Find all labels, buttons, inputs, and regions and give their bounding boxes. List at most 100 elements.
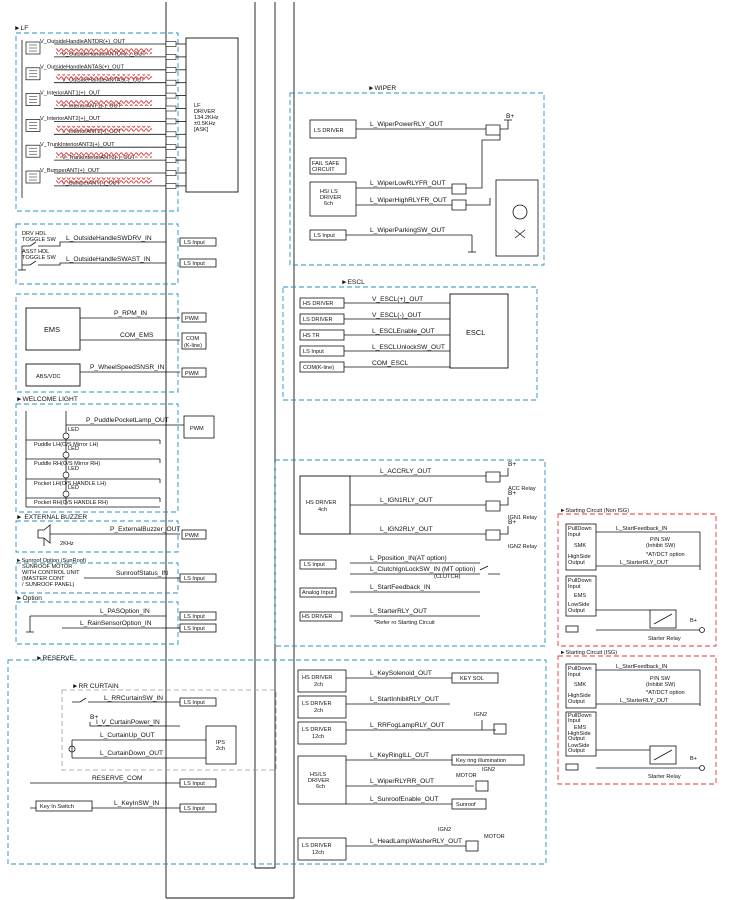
svg-text:/ SUNROOF PANEL): / SUNROOF PANEL) [22,582,75,588]
escl-row: COM(K-line)COM_ESCL [299,360,450,373]
lf-antenna-row: V_TrunkInteriorANT3(-)_OUT [54,151,186,163]
svg-text:P_WheelSpeedSNSR_IN: P_WheelSpeedSNSR_IN [90,364,165,371]
svg-text:LS Input: LS Input [184,781,205,787]
svg-text:12ch: 12ch [312,734,324,740]
led-icon [62,490,70,498]
svg-text:L_IGN1RLY_OUT: L_IGN1RLY_OUT [380,497,433,504]
svg-text:LS Input: LS Input [304,562,325,568]
svg-text:Input: Input [568,532,581,538]
escl-unit: ESCL [449,293,509,369]
svg-text:*AT/DCT option: *AT/DCT option [646,552,685,558]
svg-text:PullDown: PullDown [568,713,592,719]
antenna-coil [56,100,152,107]
title-sunroof: ►Sunroof Option (SunRoof) [16,558,86,564]
svg-text:L_IGN2RLY_OUT: L_IGN2RLY_OUT [380,526,433,533]
svg-text:B+: B+ [508,490,516,497]
lf-antenna-row: V_InteriorANT2(-)_OUT [54,125,186,138]
lf-antenna-row: V_TrunkInteriorANT3(+)_OUT [25,142,186,158]
option-frame [15,601,179,645]
antenna-coil [56,151,152,158]
svg-text:L_WiperHighRLYFR_OUT: L_WiperHighRLYFR_OUT [370,197,447,204]
ems-frame [15,293,179,393]
svg-text:P_ExternalBuzzer_OUT: P_ExternalBuzzer_OUT [110,526,180,533]
lf-antenna-row: V_InteriorANT1(+)_OUT [25,90,186,106]
svg-text:IPS: IPS [216,740,225,746]
svg-text:Key ring illumination: Key ring illumination [456,758,506,764]
start-isg-frame [557,655,717,785]
lf-antenna-rows: V_OutsideHandleANTDR(+)_OUTV_OutsideHand… [21,39,186,198]
svg-text:ASST HDL: ASST HDL [22,249,49,255]
lf-antenna-label: V_OutsideHandleANTAS(-)_OUT [62,78,145,84]
led-label: LED [68,466,79,472]
svg-text:LS Input: LS Input [303,349,324,355]
svg-text:LS Input: LS Input [314,233,335,239]
svg-text:COM: COM [186,336,199,342]
svg-text:L_OutsideHandleSWDRV_IN: L_OutsideHandleSWDRV_IN [66,235,152,242]
title-start-isg: ►Starting Circuit (ISG) [560,650,617,656]
welcome-frame [15,403,179,513]
antenna-connector [25,93,41,106]
svg-text:L_KeyInSW_IN: L_KeyInSW_IN [114,800,159,807]
svg-text:L_WiperParkingSW_OUT: L_WiperParkingSW_OUT [370,227,445,234]
title-rr-curtain: ►RR CURTAIN [72,683,119,690]
svg-text:B+: B+ [690,618,697,624]
svg-text:HS DRIVER: HS DRIVER [302,614,332,620]
led-label: LED [68,427,79,433]
antenna-coil [56,48,152,55]
svg-text:TOGGLE SW: TOGGLE SW [22,237,56,243]
svg-text:HS/ LS: HS/ LS [320,189,338,195]
lf-antenna-label: V_InteriorANT2(+)_OUT [40,116,101,122]
svg-text:P_PuddlePocketLamp_OUT: P_PuddlePocketLamp_OUT [86,417,169,424]
lf-antenna-label: V_InteriorANT1(+)_OUT [40,90,101,96]
svg-text:IGN2: IGN2 [438,827,451,833]
svg-text:SMK: SMK [574,543,586,549]
svg-text:EMS: EMS [574,725,586,731]
lf-antenna-label: V_TrunkInteriorANT3(+)_OUT [40,142,115,148]
svg-text:(MASTER CONT: (MASTER CONT [22,576,65,582]
svg-text:L_StartFeedback_IN: L_StartFeedback_IN [616,664,667,670]
svg-text:LS DRIVER: LS DRIVER [302,727,332,733]
lf-antenna-row: V_InteriorANT1(-)_OUT [54,100,186,112]
svg-text:HighSide: HighSide [568,731,591,737]
lf-antenna-label: V_OutsideHandleANTAS(+)_OUT [40,65,125,71]
svg-text:I_V_CurtainPower_IN: I_V_CurtainPower_IN [96,719,160,726]
svg-text:B+: B+ [508,461,516,468]
svg-text:TOGGLE SW: TOGGLE SW [22,255,56,261]
title-welcome: ►WELCOME LIGHT [16,396,78,403]
svg-text:HS/LS: HS/LS [310,772,326,778]
start-non-isg-frame [557,513,717,647]
svg-text:B+: B+ [506,113,514,120]
led-icon [62,471,70,479]
section-titles: ►LF ►WIPER ►ESCL ►WELCOME LIGHT ► EXTERN… [14,25,629,690]
svg-text:COM(K-line): COM(K-line) [303,365,334,371]
antenna-connector [25,67,41,81]
svg-text:PWM: PWM [190,426,204,432]
svg-text:Key In Switch: Key In Switch [40,804,74,810]
lf-antenna-label: V_OutsideHandleANTDR(-)_OUT [62,52,146,58]
start-block-frame [274,459,546,647]
svg-text:CIRCUIT: CIRCUIT [312,167,335,173]
escl-signal-label: V_ESCL(+)_OUT [372,296,423,303]
svg-text:Analog Input: Analog Input [302,590,334,596]
svg-text:P/N SW: P/N SW [650,537,671,543]
svg-text:L_PASOption_IN: L_PASOption_IN [100,608,150,615]
title-reserve: ►RESERVE [36,655,75,662]
svg-text:Output: Output [568,699,585,705]
lf-antenna-label: V_InteriorANT1(-)_OUT [62,103,122,109]
escl-signal-label: L_ESCLUnlockSW_OUT [372,344,445,351]
svg-text:L_CurtainDown_OUT: L_CurtainDown_OUT [100,750,163,757]
svg-text:PullDown: PullDown [568,666,592,672]
svg-text:L_StartInhibitRLY_OUT: L_StartInhibitRLY_OUT [370,696,439,703]
svg-text:4ch: 4ch [318,507,327,513]
antenna-connector [25,41,41,55]
svg-text:L_StarterRLY_OUT: L_StarterRLY_OUT [620,560,669,566]
svg-text:PWM: PWM [185,371,199,377]
svg-text:2ch: 2ch [314,708,323,714]
svg-text:L_KeyRingILL_OUT: L_KeyRingILL_OUT [370,752,429,759]
